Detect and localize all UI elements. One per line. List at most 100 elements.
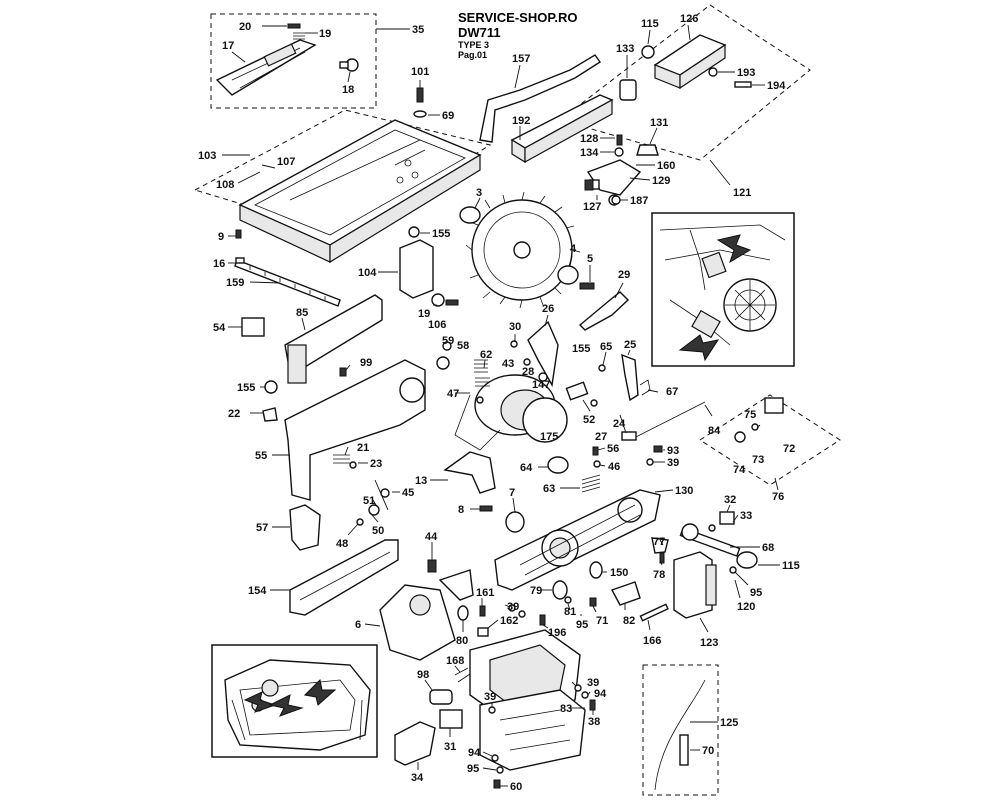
group-box-35: [210, 13, 377, 109]
callout-31: 31: [444, 741, 456, 753]
callout-194: 194: [767, 80, 786, 92]
callout-115b: 115: [782, 560, 800, 572]
part-54-label: [241, 317, 265, 337]
callout-175: 175: [540, 431, 558, 443]
callout-94b: 94: [468, 747, 481, 759]
callout-126: 126: [680, 13, 698, 25]
callout-77: 77: [653, 536, 665, 548]
callout-30: 30: [509, 321, 521, 333]
part-123-block: [673, 551, 713, 619]
part-104-block: [399, 239, 434, 299]
callout-7: 7: [509, 487, 515, 499]
callout-54: 54: [213, 322, 226, 334]
callout-108: 108: [216, 179, 234, 191]
callout-52: 52: [583, 414, 595, 426]
callout-20: 20: [239, 21, 251, 33]
part-19-spring: [293, 32, 305, 40]
callout-labels: 20 19 35 17 18 101 69 157 115 126 133 19…: [198, 13, 800, 793]
part-70-sleeve: [679, 734, 689, 766]
callout-8: 8: [458, 504, 464, 516]
callout-63: 63: [543, 483, 555, 495]
callout-159: 159: [226, 277, 244, 289]
callout-56: 56: [607, 443, 619, 455]
callout-131: 131: [650, 117, 668, 129]
callout-13: 13: [415, 475, 427, 487]
inset-bottom-drawing: [224, 659, 371, 751]
callout-39d: 39: [587, 677, 599, 689]
part-159-ruler: [234, 259, 341, 307]
part-26-cover: [527, 320, 559, 388]
callout-55: 55: [255, 450, 267, 462]
callout-121: 121: [733, 187, 751, 199]
part-98-capacitor: [429, 689, 453, 705]
callout-103: 103: [198, 150, 216, 162]
callout-75: 75: [744, 409, 756, 421]
part-133-clip: [619, 79, 637, 101]
callout-19b: 19: [418, 308, 430, 320]
callout-59: 59: [442, 335, 454, 347]
part-154-tray: [289, 539, 399, 616]
callout-134: 134: [580, 147, 599, 159]
callout-193: 193: [737, 67, 755, 79]
callout-9: 9: [218, 231, 224, 243]
callout-32: 32: [724, 494, 736, 506]
part-13-bracket: [443, 451, 496, 494]
callout-35: 35: [412, 24, 424, 36]
part-55-arm: [284, 359, 426, 501]
callout-27: 27: [595, 431, 607, 443]
callout-39b: 39: [507, 601, 519, 613]
callout-65: 65: [600, 341, 612, 353]
part-34-plug: [394, 721, 436, 766]
callout-154: 154: [248, 585, 267, 597]
callout-18: 18: [342, 84, 354, 96]
group-box-125: [642, 664, 719, 796]
callout-95: 95: [750, 587, 762, 599]
callout-17: 17: [222, 40, 234, 52]
callout-104: 104: [358, 267, 377, 279]
callout-123: 123: [700, 637, 718, 649]
callout-21: 21: [357, 442, 369, 454]
part-69-washer: [413, 110, 427, 118]
callout-129: 129: [652, 175, 670, 187]
callout-93: 93: [667, 445, 679, 457]
part-7-roller: [505, 511, 525, 533]
shop-name: SERVICE-SHOP.RO: [458, 10, 577, 25]
callout-51: 51: [363, 495, 375, 507]
callout-160: 160: [657, 160, 675, 172]
callout-44: 44: [425, 531, 438, 543]
callout-95b: 95: [576, 619, 588, 631]
part-130-housing: [494, 489, 661, 591]
callout-128: 128: [580, 133, 598, 145]
inset-top-drawing: [659, 224, 786, 362]
callout-43: 43: [502, 358, 514, 370]
callout-80: 80: [456, 635, 468, 647]
callout-6: 6: [355, 619, 361, 631]
callout-95c: 95: [467, 763, 479, 775]
callout-101: 101: [411, 66, 429, 78]
callout-98: 98: [417, 669, 429, 681]
part-84-rod: [629, 401, 706, 441]
callout-155b: 155: [572, 343, 590, 355]
type-label: TYPE 3: [458, 40, 489, 50]
callout-16: 16: [213, 258, 225, 270]
part-101-screw: [416, 87, 424, 103]
callout-3: 3: [476, 187, 482, 199]
callout-192: 192: [512, 115, 530, 127]
group-box-76: [699, 394, 841, 486]
part-131-knob: [636, 144, 659, 156]
callout-150: 150: [610, 567, 628, 579]
callout-155: 155: [432, 228, 450, 240]
callout-157: 157: [512, 53, 530, 65]
callout-39c: 39: [484, 691, 496, 703]
model-name: DW711: [458, 25, 501, 40]
callout-147: 147: [532, 379, 550, 391]
part-57-part: [289, 504, 321, 551]
callout-161: 161: [476, 587, 494, 599]
callout-74: 74: [733, 464, 746, 476]
part-29-lever: [578, 291, 630, 331]
callout-69: 69: [442, 110, 454, 122]
callout-70: 70: [702, 745, 714, 757]
callout-82: 82: [623, 615, 635, 627]
part-129-bracket: [586, 159, 642, 196]
callout-25: 25: [624, 339, 636, 351]
